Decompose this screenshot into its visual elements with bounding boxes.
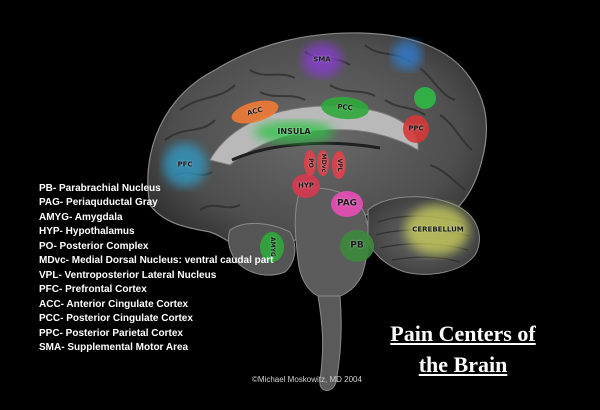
region-top-right xyxy=(392,40,422,70)
region-po xyxy=(304,150,316,176)
region-cerebellum xyxy=(405,205,469,255)
region-mdvc xyxy=(317,150,329,176)
region-label-pcc: PCC xyxy=(337,102,354,113)
region-pag xyxy=(331,191,363,217)
region-vpl xyxy=(332,151,346,179)
regions-layer xyxy=(163,40,469,262)
title: Pain Centers of the Brain xyxy=(363,318,563,380)
legend-item: HYP- Hypothalamus xyxy=(39,226,135,238)
legend-item: AMYG- Amygdala xyxy=(39,211,123,223)
legend-item: PPC- Posterior Parietal Cortex xyxy=(39,327,183,339)
legend-item: SMA- Supplemental Motor Area xyxy=(39,341,189,353)
title-line-2: the Brain xyxy=(418,352,508,377)
spinal-cord xyxy=(317,295,342,391)
region-insula xyxy=(254,121,334,143)
legend-item: PCC- Posterior Cingulate Cortex xyxy=(39,313,193,325)
legend-item: PO- Posterior Complex xyxy=(39,240,149,252)
legend-item: MDvc- Medial Dorsal Nucleus: ventral cau… xyxy=(39,255,274,267)
region-green-small xyxy=(414,87,436,109)
region-label-ppc: PPC xyxy=(408,124,424,133)
region-pcc xyxy=(321,96,369,120)
legend-item: PAG- Periaquductal Gray xyxy=(39,197,158,209)
ventricle-line xyxy=(231,141,381,162)
region-ppc xyxy=(403,115,429,143)
region-pb xyxy=(340,230,374,262)
region-label-pb: PB xyxy=(350,240,364,251)
copyright-text: ©Michael Moskowitz, MD 2004 xyxy=(252,375,362,384)
region-label-pag: PAG xyxy=(336,198,358,209)
region-pfc xyxy=(163,143,207,187)
legend-item: PFC- Prefrontal Cortex xyxy=(39,284,147,296)
legend-item: VPL- Ventroposterior Lateral Nucleus xyxy=(39,269,217,281)
region-label-sma: SMA xyxy=(313,55,331,64)
region-label-hyp: HYP xyxy=(297,181,315,190)
region-amyg xyxy=(260,232,284,262)
region-label-po: PO xyxy=(307,158,314,168)
region-label-mdvc: MDvc xyxy=(320,153,327,173)
region-hyp xyxy=(292,174,320,198)
region-label-vpl: VPL xyxy=(336,158,343,172)
legend-item: PB- Parabrachial Nucleus xyxy=(39,183,161,194)
region-sma xyxy=(302,43,342,77)
region-label-insula: INSULA xyxy=(277,127,311,136)
region-label-pfc: PFC xyxy=(177,160,193,169)
legend-item: ACC- Anterior Cingulate Cortex xyxy=(39,298,189,310)
region-label-cerebellum: CEREBELLUM xyxy=(412,225,464,234)
region-acc xyxy=(231,100,279,124)
title-line-1: Pain Centers of xyxy=(390,321,536,346)
